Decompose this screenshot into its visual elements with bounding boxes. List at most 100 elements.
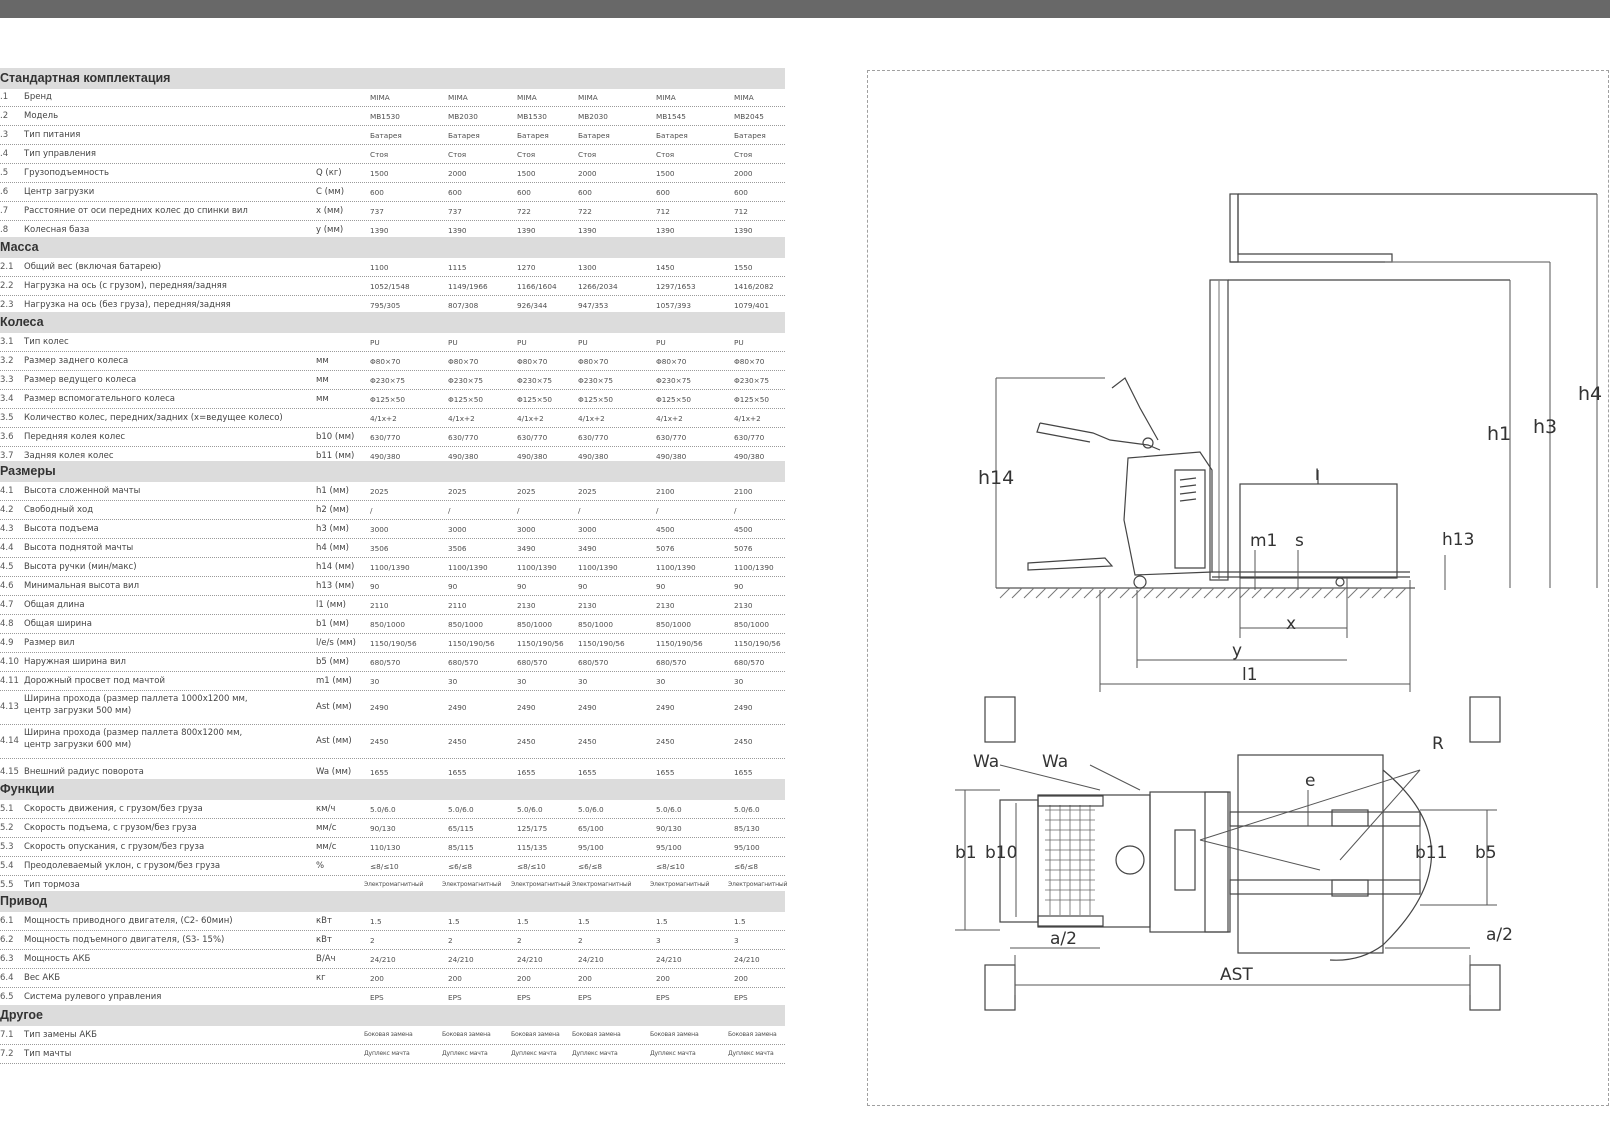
row-value: Боковая замена: [728, 1030, 777, 1038]
row-name: Скорость подъема, с грузом/без груза: [24, 822, 197, 833]
row-value: 600: [517, 187, 531, 197]
row-name: Центр загрузки: [24, 186, 95, 197]
row-value: 5.0/6.0: [578, 804, 604, 814]
row-value: 600: [656, 187, 670, 197]
row-number: 3.1: [0, 336, 14, 347]
row-value: 2025: [370, 486, 389, 496]
row-unit: m1 (мм): [316, 675, 352, 686]
row-value: 2490: [448, 703, 467, 712]
row-name: Ширина прохода (размер паллета 800x1200 …: [24, 728, 243, 738]
row-value: Дуплекс мачта: [511, 1049, 557, 1057]
row-number: .5: [0, 167, 9, 178]
row-name: Скорость движения, с грузом/без груза: [24, 803, 203, 814]
row-value: ≤6/≤8: [734, 861, 758, 871]
row-unit: y (мм): [316, 224, 344, 235]
row-name: Вес АКБ: [24, 972, 61, 983]
row-value: 1390: [448, 225, 467, 235]
row-value: 2025: [578, 486, 597, 496]
label-h1: h1: [1487, 423, 1511, 445]
row-number: 3.3: [0, 374, 14, 385]
row-value: ≤6/≤8: [448, 861, 472, 871]
row-value: ≤8/≤10: [517, 861, 546, 871]
row-value: MIMA: [578, 93, 598, 102]
row-value: Боковая замена: [364, 1030, 413, 1038]
row-value: 3000: [578, 524, 597, 534]
row-name: Нагрузка на ось (с грузом), передняя/зад…: [24, 280, 227, 291]
row-value: 2450: [517, 737, 536, 746]
row-value: 600: [578, 187, 592, 197]
row-number: 4.3: [0, 523, 14, 534]
row-name: Ширина прохода (размер паллета 1000x1200…: [24, 694, 248, 704]
row-value: 5.0/6.0: [517, 804, 543, 814]
row-value: Φ230×75: [517, 375, 553, 385]
row-value: 24/210: [578, 954, 604, 964]
row-value: MB2030: [578, 111, 608, 121]
row-value: 4500: [656, 524, 675, 534]
row-number: 4.6: [0, 580, 14, 591]
row-value: 5.0/6.0: [656, 804, 682, 814]
row-value: 1100/1390: [517, 562, 557, 572]
row-value: 600: [448, 187, 462, 197]
row-value: 1100: [370, 262, 389, 272]
row-number: 4.1: [0, 485, 14, 496]
row-value: Φ80×70: [448, 356, 479, 366]
row-value: 30: [448, 676, 458, 686]
row-value: 1500: [517, 168, 536, 178]
row-value: 1.5: [656, 916, 668, 926]
label-s: s: [1295, 531, 1304, 551]
row-value: 1655: [734, 767, 753, 777]
label-x: x: [1286, 614, 1296, 634]
row-unit: мм: [316, 393, 329, 404]
row-value: Φ80×70: [578, 356, 609, 366]
row-number: 5.2: [0, 822, 14, 833]
row-value: 737: [448, 206, 462, 216]
row-value: 630/770: [448, 432, 479, 442]
row-name: Общая длина: [24, 599, 85, 610]
label-b10: b10: [985, 843, 1017, 863]
row-value: Боковая замена: [442, 1030, 491, 1038]
label-a2-left: a/2: [1050, 929, 1077, 949]
row-value: 90/130: [370, 823, 396, 833]
row-unit: b5 (мм): [316, 656, 349, 667]
row-value: 1500: [370, 168, 389, 178]
row-unit: мм/с: [316, 841, 337, 852]
row-number: 3.2: [0, 355, 14, 366]
row-number: 3.7: [0, 450, 14, 461]
row-name: Размер заднего колеса: [24, 355, 129, 366]
row-unit: x (мм): [316, 205, 344, 216]
row-value: 2025: [517, 486, 536, 496]
row-value: 1270: [517, 262, 536, 272]
row-value: 1100/1390: [370, 562, 410, 572]
row-unit: Wa (мм): [316, 766, 352, 777]
row-number: .8: [0, 224, 9, 235]
row-value: 490/380: [734, 451, 765, 461]
row-value: 3490: [578, 543, 597, 553]
row-value: Φ125×50: [578, 394, 614, 404]
row-value: 2130: [517, 600, 536, 610]
label-e: e: [1305, 771, 1315, 791]
row-unit: км/ч: [316, 803, 336, 814]
row-value: 5.0/6.0: [448, 804, 474, 814]
row-value: /: [734, 505, 737, 515]
row-value: 795/305: [370, 300, 401, 310]
row-unit: b11 (мм): [316, 450, 355, 461]
row-value: 24/210: [517, 954, 543, 964]
section-header: Стандартная комплектация: [0, 68, 785, 89]
row-unit: кВт: [316, 915, 332, 926]
row-value: 2450: [578, 737, 597, 746]
row-name: Размер вил: [24, 637, 75, 648]
row-value: 1416/2082: [734, 281, 774, 291]
row-name: Тип питания: [24, 129, 81, 140]
row-value: 1390: [578, 225, 597, 235]
row-value: 2450: [448, 737, 467, 746]
row-value: Электромагнитный: [442, 880, 502, 888]
row-value: /: [517, 505, 520, 515]
